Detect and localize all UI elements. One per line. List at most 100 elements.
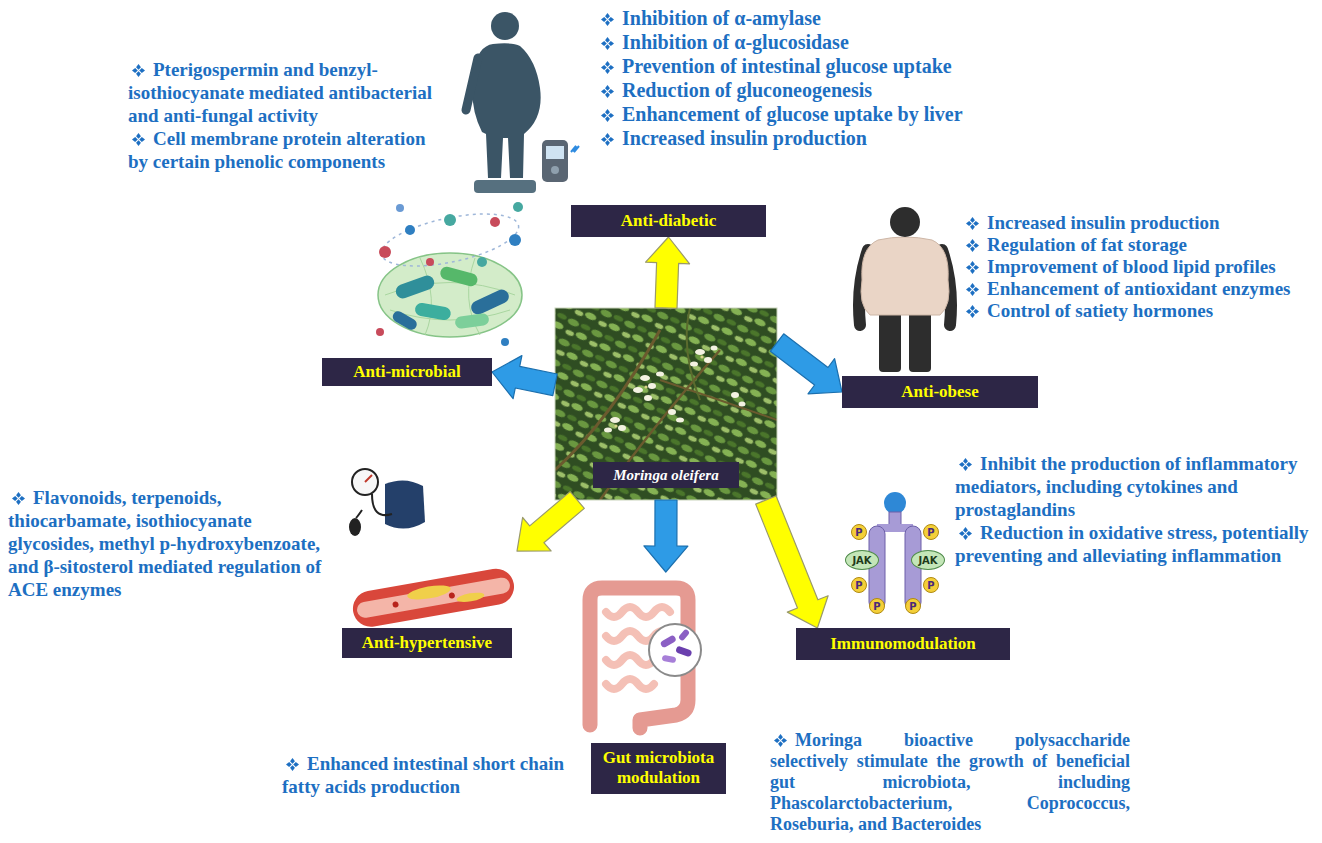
bullet-symbol (132, 133, 145, 146)
bullet-item: Inhibition of α-amylase (597, 6, 1047, 30)
bullet-item: Enhancement of antioxidant enzymes (962, 278, 1314, 300)
bullet-symbol (286, 758, 299, 771)
bullet-list: Enhanced intestinal short chain fatty ac… (282, 752, 582, 798)
node-text: P (909, 601, 916, 612)
jak-kinase: JAK (845, 550, 879, 570)
bullet-item: Enhancement of glucose uptake by liver (597, 102, 1047, 126)
node-text: P (927, 527, 934, 538)
bullet-text: Control of satiety hormones (987, 300, 1213, 321)
node-text: JAK (852, 555, 871, 566)
category-box: Anti-diabetic (571, 205, 766, 237)
bullet-text: Regulation of fat storage (987, 234, 1187, 255)
block-arrow (492, 356, 557, 399)
bullet-item: Inhibit the production of inflammatory m… (955, 452, 1313, 521)
category-group: Gut microbiota modulation (565, 572, 725, 795)
bullet-symbol (601, 37, 614, 50)
category-box: Anti-microbial (322, 358, 492, 386)
bullet-item: Flavonoids, terpenoids, thiocarbamate, i… (8, 486, 340, 601)
bullet-text: Prevention of intestinal glucose uptake (622, 55, 952, 77)
bullet-item: Inhibition of α-glucosidase (597, 30, 1047, 54)
node-text: Anti-diabetic (621, 211, 716, 231)
bullet-item: Increased insulin production (962, 212, 1314, 234)
block-arrow (644, 500, 688, 572)
bullet-symbol (966, 305, 979, 318)
bullet-item: Prevention of intestinal glucose uptake (597, 54, 1047, 78)
bullet-text: Inhibition of α-amylase (622, 7, 821, 29)
bullet-text: Enhancement of antioxidant enzymes (987, 278, 1290, 299)
phosphate-dot: P (869, 598, 885, 614)
category-label: Anti-hypertensive (342, 628, 512, 658)
phosphate-dot: P (851, 577, 867, 593)
bullet-text: Flavonoids, terpenoids, thiocarbamate, i… (8, 487, 321, 600)
bullet-symbol (601, 85, 614, 98)
bullet-symbol (774, 734, 787, 747)
bullet-text: Inhibit the production of inflammatory m… (955, 453, 1297, 520)
obese-person-icon (859, 207, 951, 372)
bullet-item: Improvement of blood lipid profiles (962, 256, 1314, 278)
category-group: Anti-hypertensive (342, 462, 517, 660)
bullet-list: Increased insulin productionRegulation o… (962, 212, 1314, 322)
bullet-symbol (966, 283, 979, 296)
block-arrow (517, 492, 584, 551)
species-label: Moringa oleifera (593, 462, 739, 488)
node-text: P (873, 601, 880, 612)
block-arrow (756, 496, 828, 628)
bullet-text: Improvement of blood lipid profiles (987, 256, 1276, 277)
node-text: JAK (918, 555, 937, 566)
bullet-item: Control of satiety hormones (962, 300, 1314, 322)
bullet-text: Enhanced intestinal short chain fatty ac… (282, 753, 564, 797)
category-box: Immunomodulation (796, 628, 1010, 660)
bullet-symbol (601, 13, 614, 26)
bullet-item: Enhanced intestinal short chain fatty ac… (282, 752, 582, 798)
bullet-text: Pterigospermin and benzyl-isothiocyanate… (128, 59, 432, 126)
bullet-symbol (601, 61, 614, 74)
bullet-symbol (959, 458, 972, 471)
bullet-item: Reduction in oxidative stress, potential… (955, 521, 1313, 567)
bullet-list: Moringa bioactive polysaccharide selecti… (770, 730, 1130, 835)
bullet-text: Enhancement of glucose uptake by liver (622, 103, 963, 125)
category-label: Gut microbiota modulation (591, 743, 726, 794)
node-text: P (855, 580, 862, 591)
receptor-icon (869, 492, 921, 610)
blood-pressure-icon (349, 469, 425, 536)
phosphate-dot: P (905, 598, 921, 614)
bullet-symbol (966, 261, 979, 274)
bullet-item: Cell membrane protein alteration by cert… (128, 127, 448, 173)
artery-icon (350, 566, 517, 630)
intestine-icon (590, 588, 701, 728)
microbe-icon (376, 202, 523, 346)
bullet-text: Inhibition of α-glucosidase (622, 31, 849, 53)
bullet-text: Cell membrane protein alteration by cert… (128, 128, 425, 172)
species-photo: Moringa oleifera (555, 308, 777, 500)
node-text: Immunomodulation (830, 634, 975, 654)
bullet-symbol (601, 133, 614, 146)
node-text: P (855, 527, 862, 538)
bullet-item: Reduction of gluconeogenesis (597, 78, 1047, 102)
bullet-list: Pterigospermin and benzyl-isothiocyanate… (128, 58, 448, 173)
bullet-text: Moringa bioactive polysaccharide selecti… (770, 730, 1130, 834)
diabetic-person-icon (466, 12, 579, 193)
bullet-item: Moringa bioactive polysaccharide selecti… (770, 730, 1130, 835)
phosphate-dot: P (851, 524, 867, 540)
category-box: Anti-obese (842, 376, 1038, 408)
bullet-text: Increased insulin production (622, 127, 867, 149)
bullet-item: Pterigospermin and benzyl-isothiocyanate… (128, 58, 448, 127)
node-text: Anti-microbial (353, 362, 460, 382)
bullet-symbol (601, 109, 614, 122)
bullet-symbol (966, 239, 979, 252)
bullet-list: Flavonoids, terpenoids, thiocarbamate, i… (8, 486, 340, 601)
bullet-list: Inhibition of α-amylaseInhibition of α-g… (597, 6, 1047, 150)
block-arrow (770, 334, 842, 394)
bullet-text: Reduction in oxidative stress, potential… (955, 522, 1308, 566)
bullet-text: Reduction of gluconeogenesis (622, 79, 872, 101)
bullet-text: Increased insulin production (987, 212, 1220, 233)
bullet-symbol (959, 527, 972, 540)
bullet-symbol (966, 217, 979, 230)
jak-kinase: JAK (911, 550, 945, 570)
bullet-list: Inhibit the production of inflammatory m… (955, 452, 1313, 567)
bullet-item: Regulation of fat storage (962, 234, 1314, 256)
bullet-symbol (12, 492, 25, 505)
